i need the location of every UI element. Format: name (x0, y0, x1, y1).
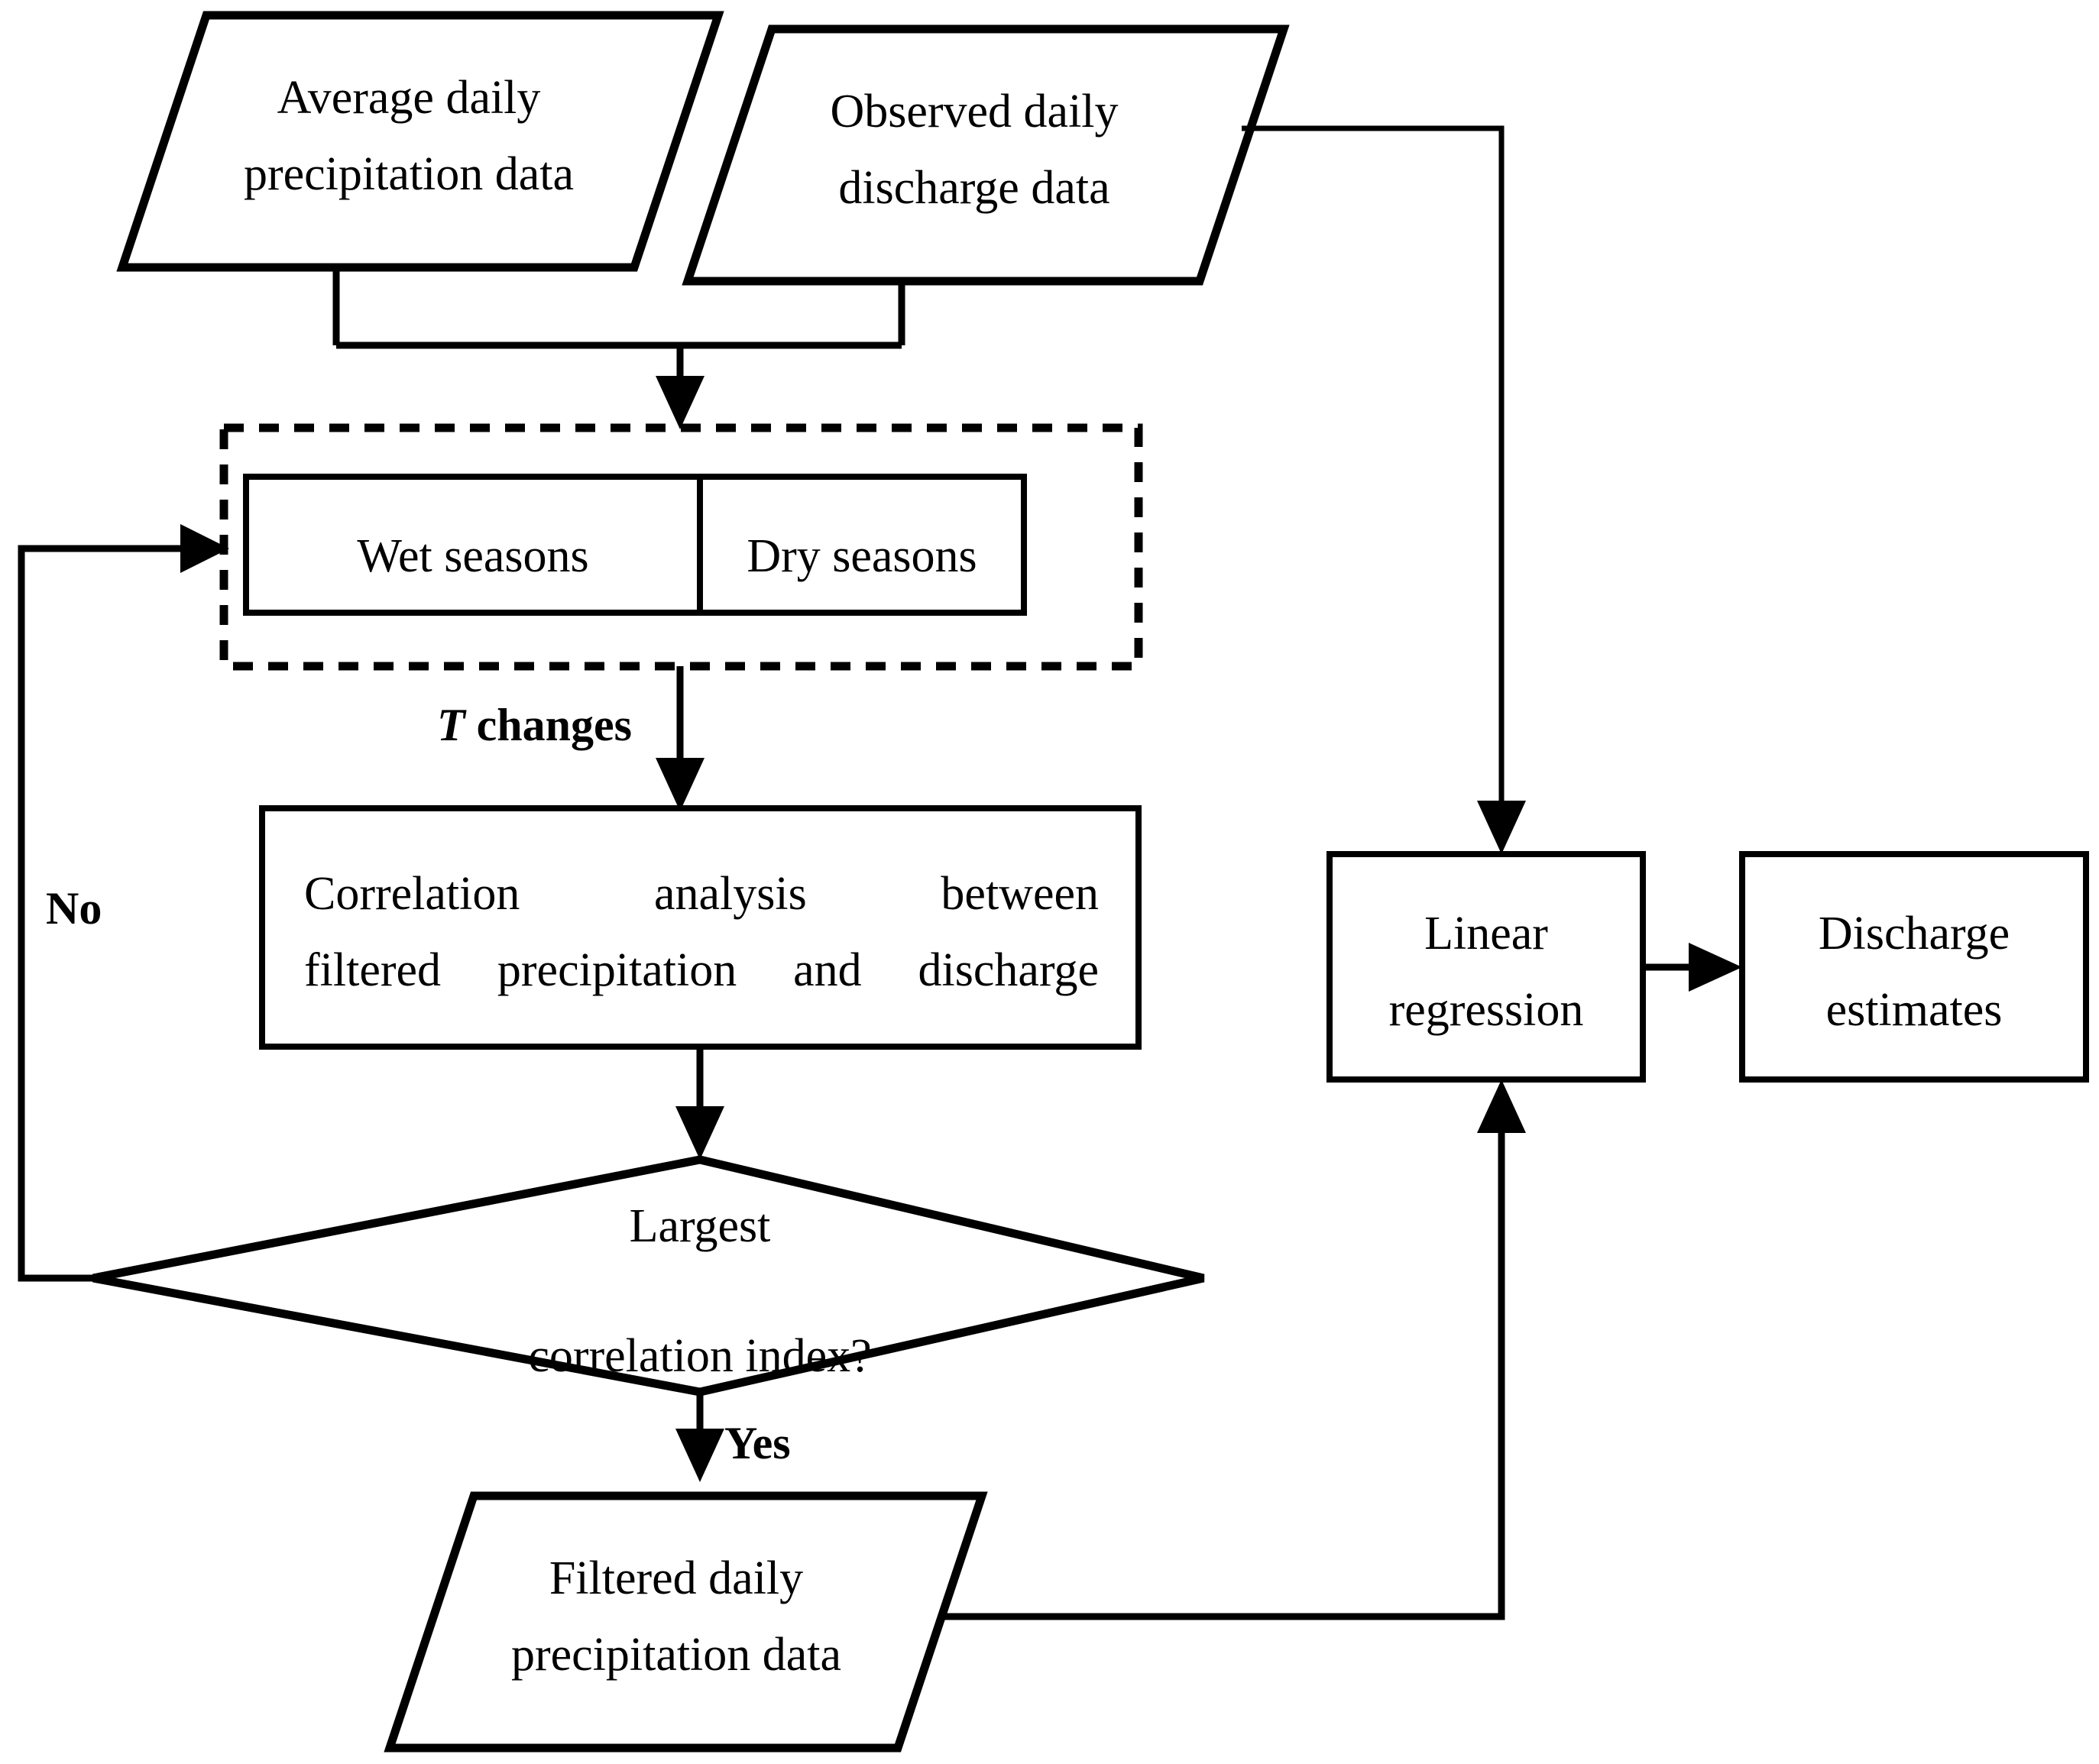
node-filtered-daily-precipitation[interactable] (384, 1491, 988, 1753)
connector-correlation-to-decision (675, 1047, 724, 1160)
edge-label-no: No (46, 883, 102, 934)
connector-regression-to-estimates (1643, 943, 1742, 992)
node-linear-regression[interactable] (1326, 851, 1646, 1083)
connector-filtered-to-regression (938, 1079, 1526, 1620)
t-symbol: T (437, 700, 465, 750)
edge-label-yes: Yes (724, 1418, 791, 1468)
node-dry-seasons[interactable] (697, 474, 1027, 616)
connector-discharge-to-regression (1242, 125, 1526, 854)
connector-yes-to-filtered (675, 1392, 724, 1482)
connector-inputs-to-seasons (332, 267, 905, 429)
node-decision-largest-correlation[interactable] (92, 1155, 1205, 1397)
node-observed-daily-discharge[interactable] (682, 24, 1290, 286)
node-average-daily-precipitation[interactable] (116, 11, 724, 272)
changes-word: changes (465, 700, 633, 750)
edge-label-t-changes: T changes (437, 699, 632, 752)
connector-seasons-to-correlation (656, 666, 705, 811)
node-discharge-estimates[interactable] (1739, 851, 2089, 1083)
node-wet-seasons[interactable] (243, 474, 703, 616)
connector-no-loop (18, 524, 229, 1282)
node-correlation-analysis[interactable] (259, 805, 1142, 1050)
